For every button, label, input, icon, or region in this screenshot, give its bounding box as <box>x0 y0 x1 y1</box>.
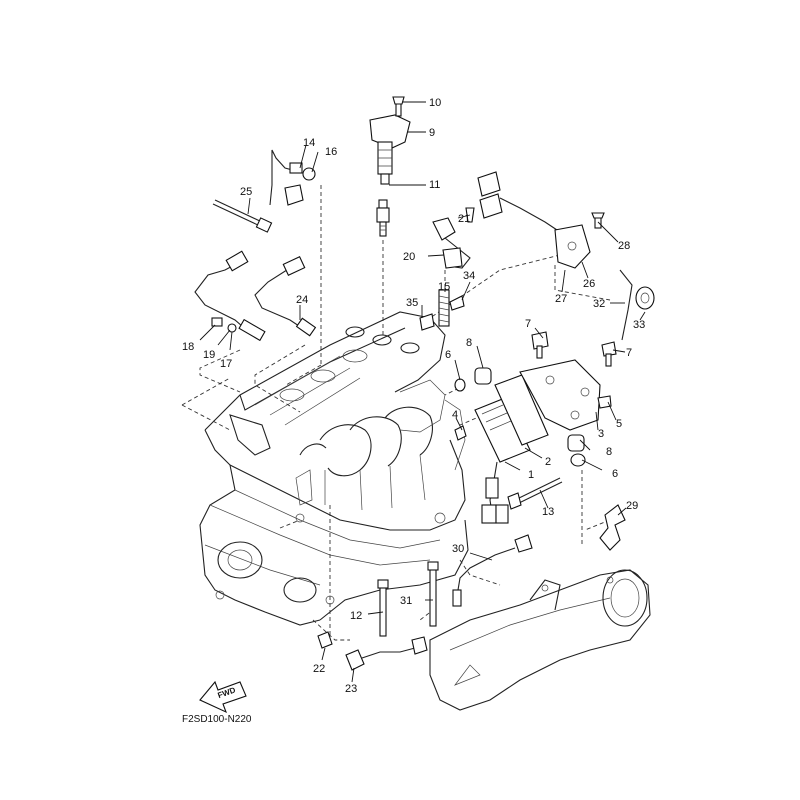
engine-block <box>199 311 469 626</box>
callout-3: 3 <box>598 428 604 440</box>
callout-21: 21 <box>458 213 470 225</box>
callout-12: 12 <box>350 610 362 622</box>
exhaust-temp-sensor <box>452 534 533 607</box>
callout-8-upper: 8 <box>466 337 472 349</box>
callout-2: 2 <box>545 456 551 468</box>
coil-spring <box>419 289 465 331</box>
callout-22: 22 <box>313 663 325 675</box>
long-bolt <box>507 477 563 510</box>
diagram-code: F2SD100-N220 <box>182 714 252 725</box>
callout-5: 5 <box>616 418 622 430</box>
callout-7-right: 7 <box>626 347 632 359</box>
exhaust-pipe <box>429 569 651 711</box>
callout-25: 25 <box>240 186 252 198</box>
callout-4: 4 <box>452 409 458 421</box>
parts <box>194 96 655 671</box>
spark-plug <box>376 199 390 237</box>
leader-lines <box>199 101 646 683</box>
callout-20: 20 <box>403 251 415 263</box>
hose-clamp <box>599 504 626 551</box>
cam-position-sensor <box>432 207 475 269</box>
oxygen-sensor <box>194 250 266 342</box>
callout-18: 18 <box>182 341 194 353</box>
callout-6-upper: 6 <box>445 349 451 361</box>
bolts <box>454 331 617 441</box>
callout-17: 17 <box>220 358 232 370</box>
callout-27: 27 <box>555 293 567 305</box>
callout-1: 1 <box>528 469 534 481</box>
callout-numbers: 1 2 3 4 5 6 6 7 7 8 8 9 10 11 13 14 15 1… <box>182 97 645 695</box>
forward-arrow-icon: FWD <box>199 680 247 714</box>
engine-control-unit <box>474 359 601 524</box>
water-temp-sensor <box>317 631 428 671</box>
callout-24: 24 <box>296 294 308 306</box>
knock-sensor-wire <box>254 256 317 337</box>
grommets <box>454 367 586 467</box>
callout-33: 33 <box>633 319 645 331</box>
callout-30: 30 <box>452 543 464 555</box>
callout-16: 16 <box>325 146 337 158</box>
callout-8-lower: 8 <box>606 446 612 458</box>
callout-7-upper: 7 <box>525 318 531 330</box>
ignition-coil <box>369 96 411 185</box>
temperature-sensor-wire <box>269 149 316 206</box>
callout-14: 14 <box>303 137 315 149</box>
callout-11: 11 <box>429 179 440 191</box>
callout-29: 29 <box>626 500 638 512</box>
callout-32: 32 <box>593 298 605 310</box>
long-sensor-probe <box>212 199 273 233</box>
callout-26: 26 <box>583 278 595 290</box>
callout-10: 10 <box>429 97 441 109</box>
callout-35: 35 <box>406 297 418 309</box>
callout-6-lower: 6 <box>612 468 618 480</box>
grommet-and-clamp <box>619 269 655 341</box>
wire-harness-connector <box>477 171 605 269</box>
callout-34: 34 <box>463 270 475 282</box>
cable-ties <box>377 561 439 637</box>
callout-23: 23 <box>345 683 357 695</box>
callout-28: 28 <box>618 240 630 252</box>
callout-9: 9 <box>429 127 435 139</box>
callout-15: 15 <box>438 281 450 293</box>
callout-19: 19 <box>203 349 215 361</box>
callout-31: 31 <box>400 595 412 607</box>
callout-13: 13 <box>542 506 554 518</box>
